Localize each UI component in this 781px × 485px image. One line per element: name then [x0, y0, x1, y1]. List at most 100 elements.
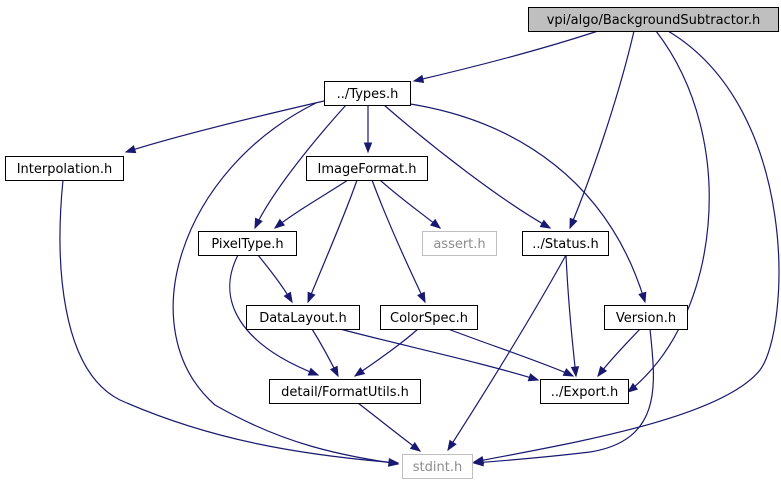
node-export[interactable]: ../Export.h [540, 379, 629, 404]
node-box [198, 231, 297, 256]
edge-status-to-export [565, 254, 580, 378]
edge-datalayout-to-export [339, 328, 540, 382]
edge-imgfmt-to-datalayout [307, 179, 358, 304]
arrow-head-icon [409, 441, 422, 452]
arrow-head-icon [363, 142, 373, 154]
edge-line [59, 179, 399, 464]
arrow-head-icon [638, 291, 647, 304]
edge-line [383, 104, 551, 229]
edge-line [413, 30, 599, 82]
edge-line [274, 179, 349, 229]
node-label: ../Status.h [532, 237, 598, 252]
node-imgfmt[interactable]: ImageFormat.h [306, 156, 428, 181]
node-stdint: stdint.h [402, 454, 473, 479]
edge-interp-to-stdint [59, 179, 400, 467]
edge-line [307, 179, 358, 303]
node-label: vpi/algo/BackgroundSubtractor.h [547, 13, 761, 28]
edge-bgsub-to-export [626, 30, 710, 393]
arrow-head-icon [273, 218, 286, 229]
edge-pixtype-to-datalayout [257, 254, 293, 304]
node-label: DataLayout.h [259, 311, 347, 326]
arrow-head-icon [570, 366, 580, 378]
node-label: PixelType.h [211, 237, 283, 252]
edge-version-to-export [597, 328, 641, 378]
node-box [269, 379, 421, 404]
edge-line [473, 30, 780, 463]
node-pixtype[interactable]: PixelType.h [198, 231, 297, 256]
arrow-head-icon [447, 439, 457, 452]
node-label: stdint.h [413, 460, 462, 475]
arrow-head-icon [353, 367, 366, 377]
arrow-head-icon [562, 368, 575, 377]
edge-fmtutils-to-stdint [357, 402, 422, 452]
edge-line [254, 104, 347, 229]
node-fmtutils[interactable]: detail/FormatUtils.h [269, 379, 421, 404]
edges-layer [59, 30, 780, 467]
node-label: ../Export.h [551, 385, 619, 400]
edge-line [447, 328, 574, 377]
arrow-head-icon [283, 291, 293, 304]
edge-line [379, 179, 441, 229]
edge-datalayout-to-fmtutils [311, 328, 339, 378]
edge-line [565, 254, 577, 377]
edge-types-to-pixtype [254, 104, 347, 230]
arrow-head-icon [124, 145, 137, 154]
arrow-head-icon [417, 291, 426, 304]
edge-line [473, 328, 655, 464]
edge-imgfmt-to-pixtype [273, 179, 349, 229]
arrow-head-icon [626, 382, 639, 393]
edge-line [569, 30, 635, 229]
edge-line [357, 402, 421, 452]
node-bgsub[interactable]: vpi/algo/BackgroundSubtractor.h [528, 7, 779, 32]
edge-line [125, 100, 325, 153]
node-label: ColorSpec.h [390, 311, 468, 326]
edge-types-to-status [383, 104, 552, 229]
node-box [246, 305, 360, 330]
arrow-head-icon [412, 74, 425, 83]
edge-colorspec-to-export [447, 328, 575, 377]
node-box [5, 156, 124, 181]
edge-line [371, 179, 426, 303]
arrow-head-icon [388, 458, 400, 467]
edge-line [447, 254, 567, 451]
edge-line [339, 328, 539, 381]
node-datalayout[interactable]: DataLayout.h [246, 305, 360, 330]
node-types[interactable]: ../Types.h [324, 81, 411, 106]
node-box [324, 81, 411, 106]
node-box [522, 231, 609, 256]
edge-line [403, 102, 646, 303]
node-interp[interactable]: Interpolation.h [5, 156, 124, 181]
node-label: detail/FormatUtils.h [281, 385, 409, 400]
node-status[interactable]: ../Status.h [522, 231, 609, 256]
arrow-head-icon [527, 373, 540, 382]
edge-types-to-version [403, 102, 647, 304]
edge-imgfmt-to-assert [379, 179, 442, 229]
arrow-head-icon [539, 219, 552, 229]
node-version[interactable]: Version.h [604, 305, 688, 330]
node-label: Version.h [616, 311, 676, 326]
node-box [306, 156, 428, 181]
edge-bgsub-to-status [569, 30, 635, 230]
node-box [422, 231, 497, 256]
edge-line [354, 328, 419, 377]
node-label: Interpolation.h [17, 162, 113, 177]
arrow-head-icon [429, 218, 442, 229]
edge-line [229, 254, 319, 376]
node-box [380, 305, 478, 330]
node-colorspec[interactable]: ColorSpec.h [380, 305, 478, 330]
node-box [604, 305, 688, 330]
edge-line [172, 102, 399, 465]
edge-status-to-stdint [447, 254, 567, 452]
nodes-layer: vpi/algo/BackgroundSubtractor.h ../Types.… [5, 7, 779, 479]
arrow-head-icon [307, 291, 316, 304]
node-box [540, 379, 629, 404]
edge-imgfmt-to-colorspec [371, 179, 426, 304]
node-assert: assert.h [422, 231, 497, 256]
node-label: assert.h [433, 237, 485, 252]
edge-types-to-imgfmt [363, 105, 373, 154]
edge-version-to-stdint [472, 328, 655, 467]
arrow-head-icon [597, 365, 608, 378]
arrow-head-icon [254, 217, 263, 230]
node-box [402, 454, 473, 479]
